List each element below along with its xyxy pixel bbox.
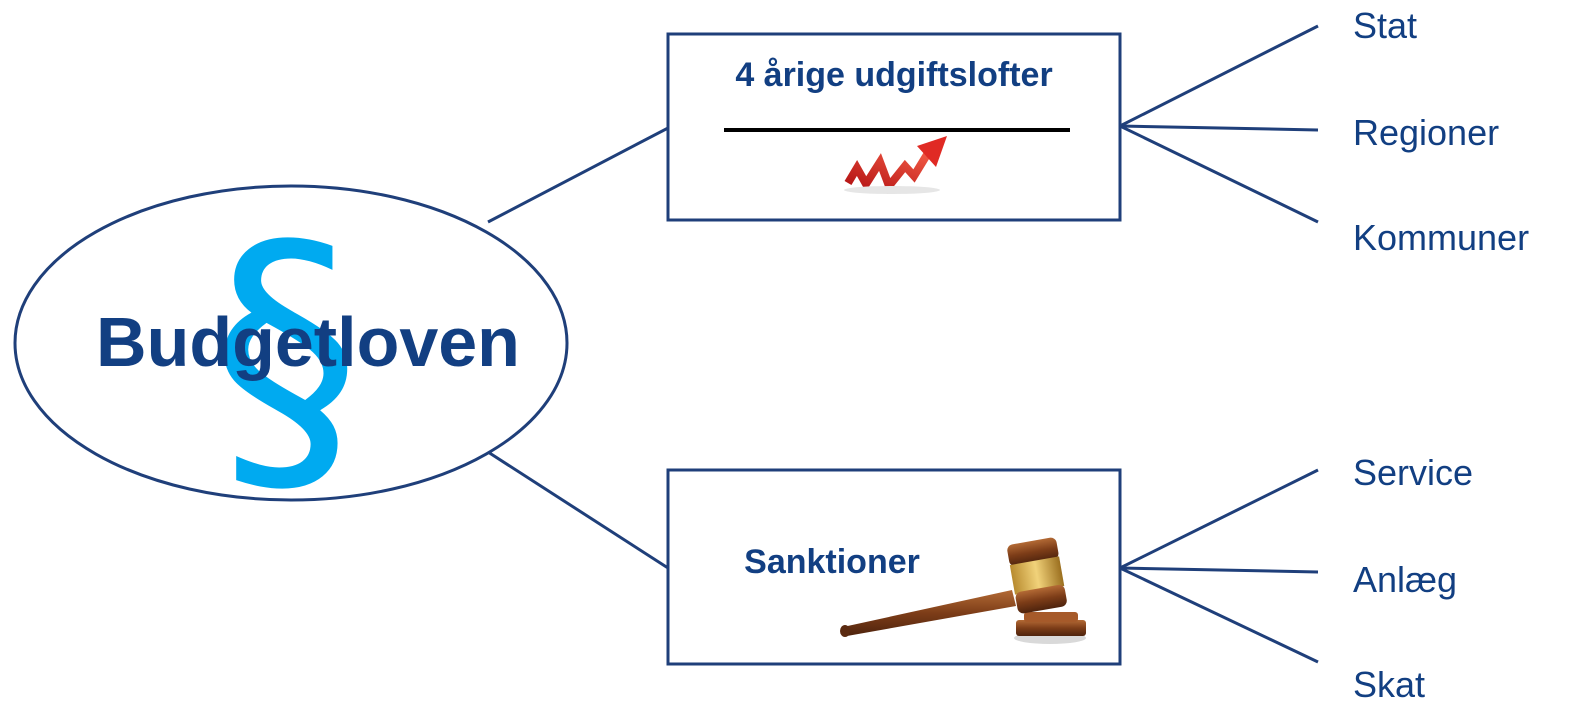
- connector-ceilings-to-stat: [1119, 24, 1319, 128]
- connector-sanctions-to-anlaeg: [1119, 566, 1319, 574]
- branch-label-service: Service: [1353, 452, 1473, 493]
- expenditure-ceilings-title: 4 årige udgiftslofter: [735, 56, 1052, 94]
- connector-center-to-ceilings: [487, 126, 669, 224]
- branch-label-anlaeg: Anlæg: [1353, 559, 1457, 600]
- budget-law-ellipse: [13, 184, 569, 502]
- branch-label-skat: Skat: [1353, 664, 1425, 705]
- sanctions-box: Sanktioner: [666, 468, 1122, 666]
- budget-law-node: § Budgetloven: [13, 182, 569, 531]
- connector-ceilings-to-regioner: [1119, 124, 1319, 132]
- connector-center-to-sanctions: [487, 450, 669, 570]
- connector-ceilings-to-kommuner: [1119, 124, 1319, 224]
- rising-red-arrow-icon: [844, 136, 947, 194]
- branch-label-stat: Stat: [1353, 5, 1417, 46]
- connector-sanctions-to-service: [1119, 468, 1319, 570]
- sanctions-title: Sanktioner: [744, 543, 920, 581]
- branch-label-kommuner: Kommuner: [1353, 217, 1529, 258]
- expenditure-ceilings-box: 4 årige udgiftslofter: [666, 32, 1122, 222]
- branch-label-regioner: Regioner: [1353, 112, 1499, 153]
- budget-law-title: Budgetloven: [96, 303, 520, 381]
- connector-sanctions-to-skat: [1119, 566, 1319, 664]
- gavel-icon: [840, 537, 1086, 644]
- section-sign-icon: §: [211, 182, 361, 531]
